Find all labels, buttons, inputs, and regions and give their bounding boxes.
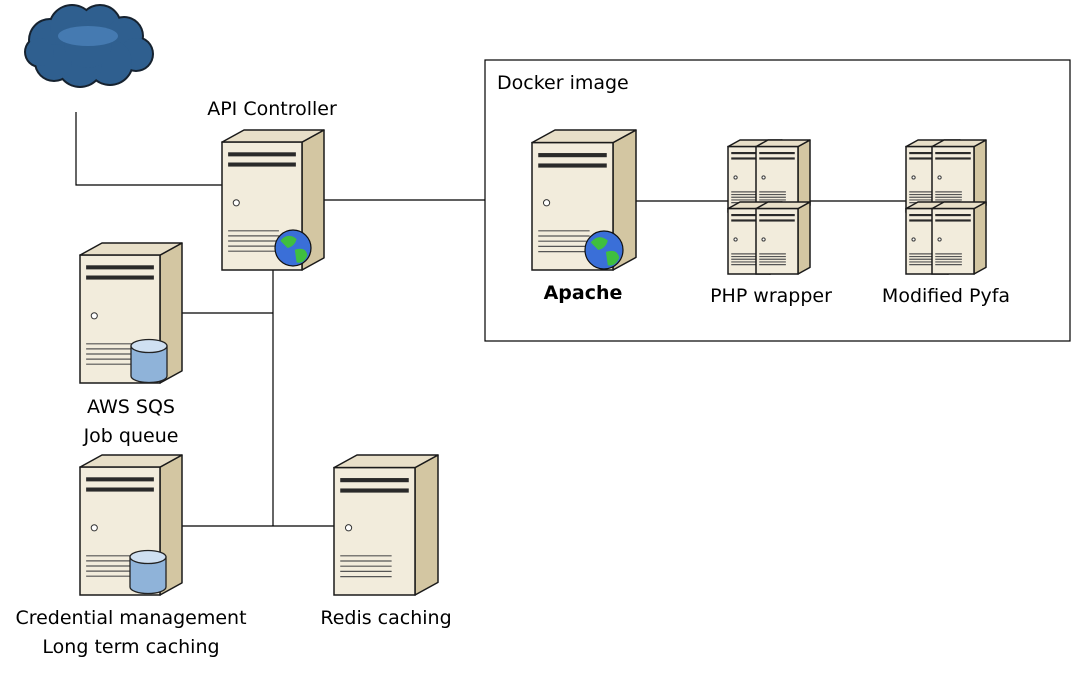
docker-image-boundary <box>484 59 1071 342</box>
credential-database-server-icon <box>79 454 183 596</box>
docker-image-label: Docker image <box>497 72 629 94</box>
apache-label: Apache <box>543 282 623 304</box>
modified-pyfa-cluster-icon <box>905 139 987 275</box>
aws-sqs-database-server-icon <box>79 242 183 384</box>
php-wrapper-label: PHP wrapper <box>710 285 832 307</box>
connectors <box>75 112 906 527</box>
apache-server-icon <box>531 129 637 271</box>
modified-pyfa-label: Modified Pyfa <box>881 285 1011 307</box>
cloud-to-api-connector <box>75 112 222 186</box>
job-queue-label: Job queue <box>83 425 179 447</box>
api-controller-server-icon <box>221 129 325 271</box>
redis-caching-label: Redis caching <box>320 607 452 629</box>
internet-cloud-icon <box>24 4 154 88</box>
redis-caching-server-icon <box>333 454 439 596</box>
api-controller-label: API Controller <box>207 98 337 120</box>
aws-sqs-label: AWS SQS <box>87 396 175 418</box>
php-wrapper-cluster-icon <box>727 139 811 275</box>
icons-layer <box>24 4 987 596</box>
long-term-caching-label: Long term caching <box>42 636 220 658</box>
credential-management-label: Credential management <box>15 607 247 629</box>
